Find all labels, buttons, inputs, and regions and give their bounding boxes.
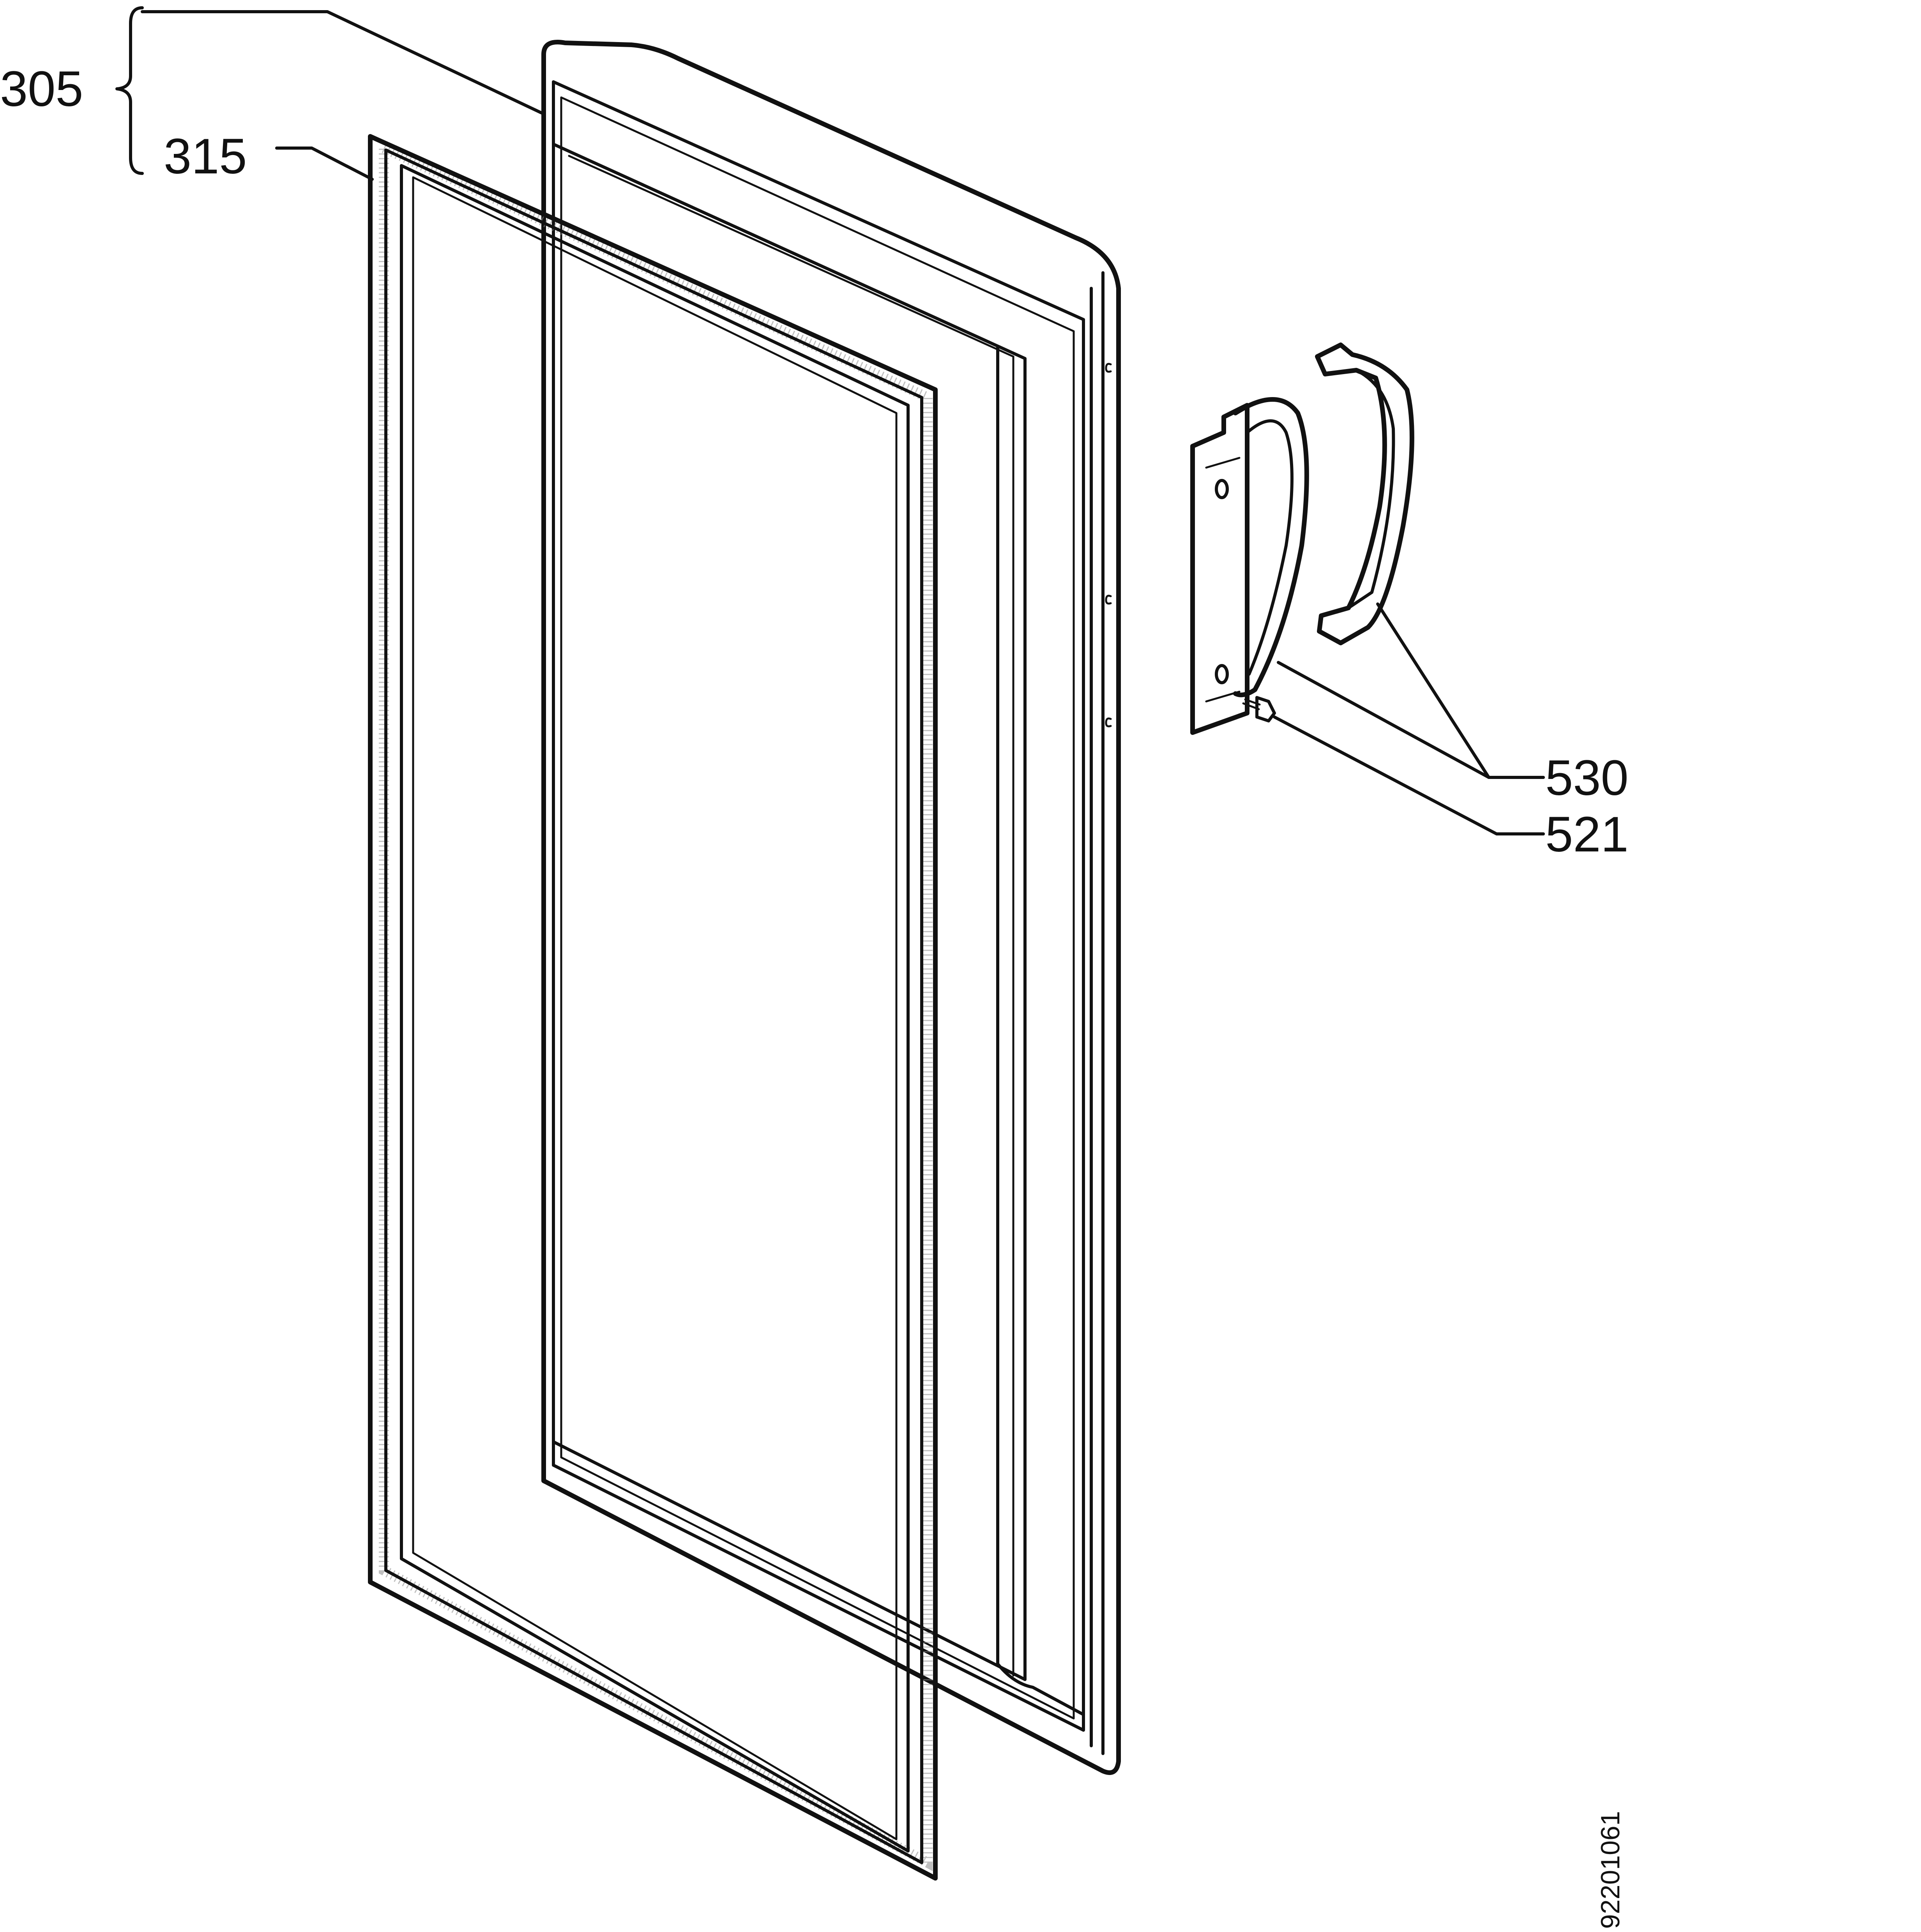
drawing-code-label: 92201061: [1596, 1811, 1625, 1929]
callout-315-label: 315: [164, 129, 247, 184]
door-panel: [541, 40, 1121, 1775]
callout-530-label: 530: [1545, 750, 1629, 806]
door-gasket: [368, 134, 938, 1881]
callout-521-label: 521: [1545, 807, 1629, 862]
screw: [1242, 696, 1276, 722]
leader-lines: [115, 6, 1545, 835]
door-handle: [1190, 343, 1414, 735]
callout-305-label: 305: [0, 61, 83, 117]
